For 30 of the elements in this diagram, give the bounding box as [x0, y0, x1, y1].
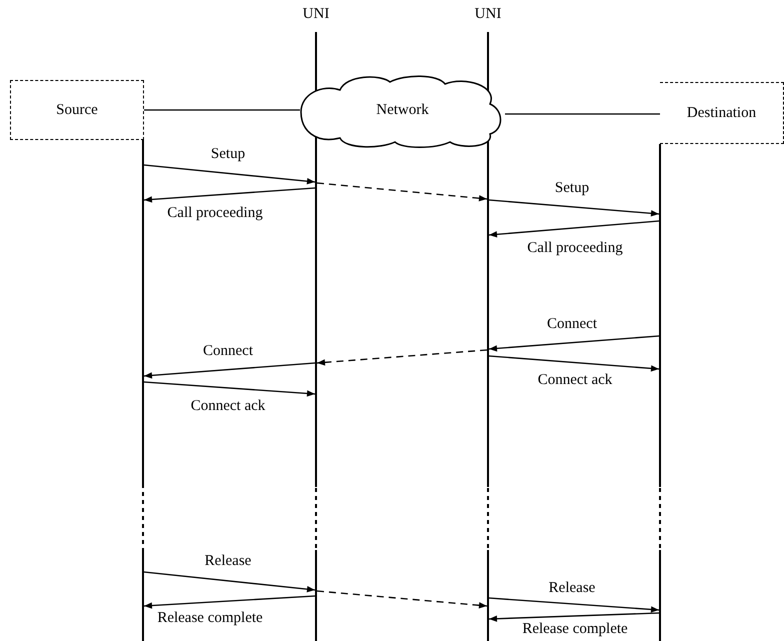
message-label: Call proceeding [165, 205, 265, 222]
participant-box: Destination [660, 82, 784, 144]
lifeline [142, 140, 144, 641]
message-arrow [488, 355, 660, 372]
message-arrow [144, 362, 316, 379]
message-label: Release complete [155, 610, 265, 627]
connection-line [144, 109, 300, 111]
interface-label: UNI [474, 6, 502, 23]
participant-box: Source [10, 80, 144, 140]
message-label: Setup [552, 180, 592, 197]
message-arrow [316, 182, 488, 202]
cloud-label: Network [376, 102, 429, 119]
message-label: Setup [208, 146, 248, 163]
connection-line [505, 113, 660, 115]
message-arrow [144, 381, 316, 397]
message-arrow [488, 335, 660, 352]
message-arrow [144, 164, 316, 184]
message-arrow [144, 595, 316, 609]
message-arrow [316, 349, 488, 366]
message-arrow [488, 612, 660, 622]
message-arrow [144, 571, 316, 592]
message-label: Call proceeding [525, 240, 625, 257]
message-arrow [144, 187, 316, 203]
lifeline [659, 144, 661, 641]
interface-label: UNI [302, 6, 330, 23]
message-label: Release complete [520, 621, 630, 638]
message-arrow [488, 199, 660, 217]
message-arrow [488, 220, 660, 238]
message-arrow [316, 590, 488, 608]
message-arrow [488, 597, 660, 613]
